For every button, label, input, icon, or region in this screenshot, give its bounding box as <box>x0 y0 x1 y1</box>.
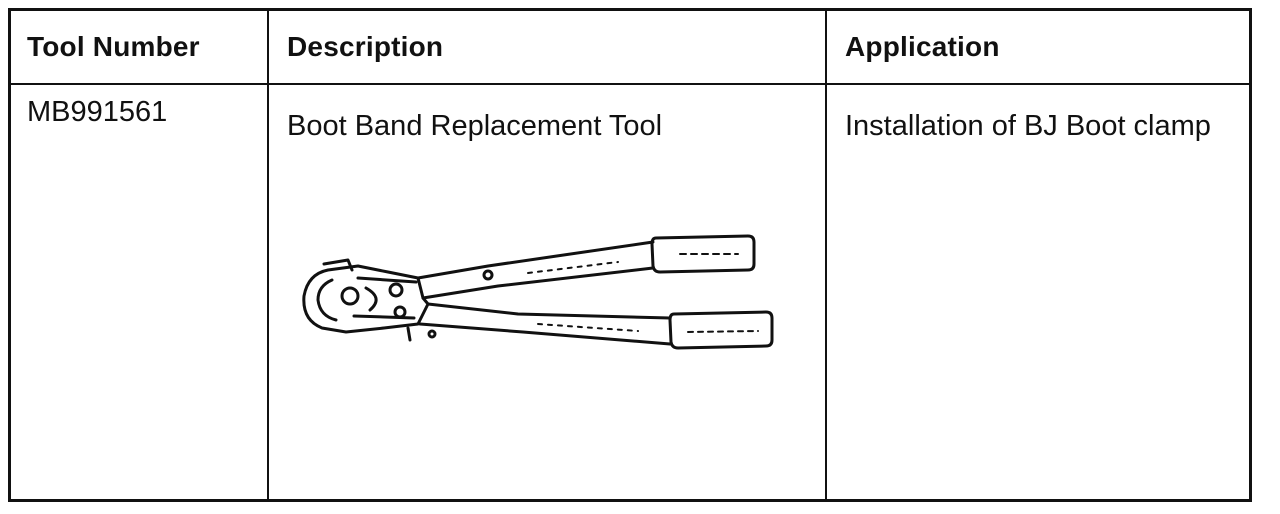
special-tool-table: Tool Number Description Application MB99… <box>8 8 1252 502</box>
cell-tool-number: MB991561 <box>27 96 168 128</box>
header-tool-number: Tool Number <box>11 11 267 85</box>
cell-description: Boot Band Replacement Tool <box>267 85 825 499</box>
cell-application: Installation of BJ Boot clamp <box>825 85 1249 499</box>
header-description: Description <box>267 11 825 85</box>
header-application: Application <box>825 11 1249 85</box>
crimping-pliers-icon <box>302 234 774 350</box>
